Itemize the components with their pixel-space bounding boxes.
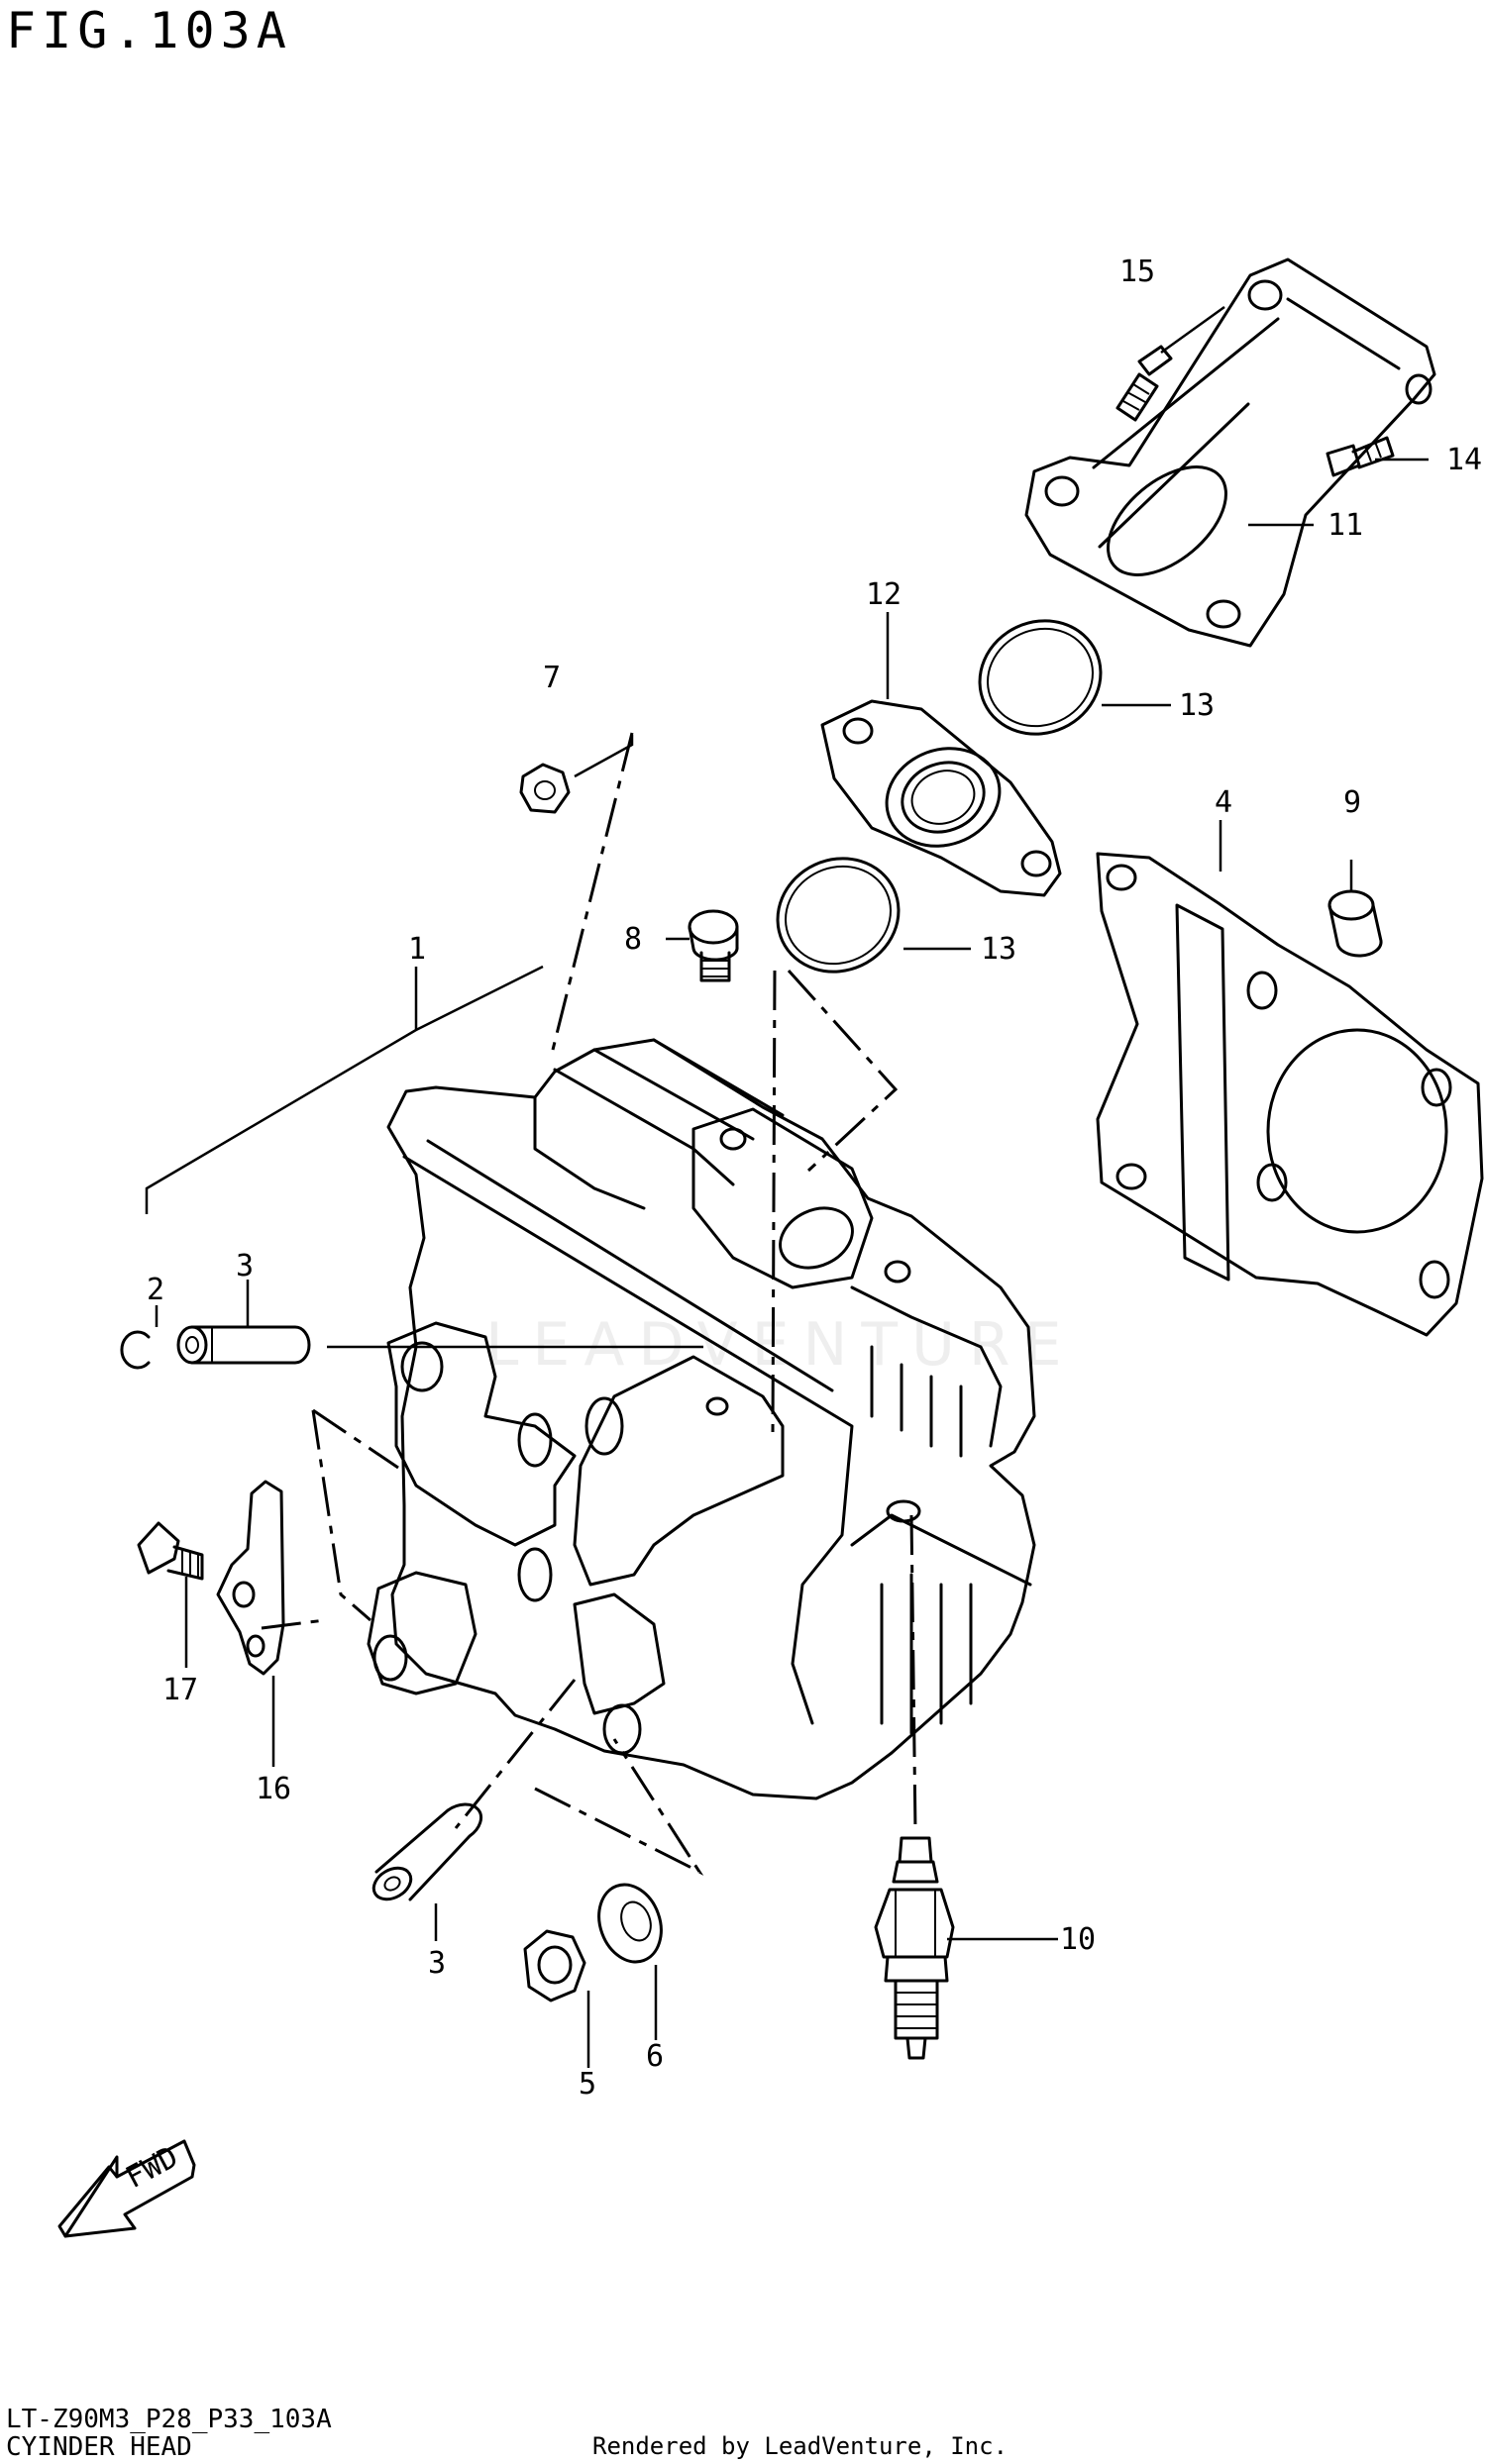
callout-8: 8 <box>624 922 642 957</box>
part-insulator-12 <box>820 699 1062 897</box>
rendered-by: Rendered by LeadVenture, Inc. <box>592 2432 1008 2460</box>
callout-10: 10 <box>1060 1922 1096 1957</box>
callout-4: 4 <box>1215 785 1232 820</box>
callout-13a: 13 <box>1179 688 1215 723</box>
watermark: LEADVENTURE <box>485 1310 1076 1380</box>
callout-3b: 3 <box>428 1946 446 1981</box>
callout-11: 11 <box>1327 508 1363 543</box>
callout-14: 14 <box>1446 443 1482 477</box>
part-bolt-14 <box>1326 436 1395 477</box>
part-cylinder-head-1 <box>367 1038 1036 1800</box>
fwd-arrow-icon: FWD <box>57 2139 196 2238</box>
part-o-ring-upper <box>978 619 1103 736</box>
part-bracket-16 <box>216 1480 285 1676</box>
section-name: CYINDER HEAD <box>6 2432 192 2462</box>
callout-12: 12 <box>866 577 902 612</box>
figure-title: FIG.103A <box>6 2 292 59</box>
callout-3a: 3 <box>236 1249 254 1283</box>
callout-16: 16 <box>256 1772 291 1806</box>
callout-15: 15 <box>1119 255 1155 289</box>
part-washer-6 <box>597 1883 663 1964</box>
callout-2: 2 <box>147 1273 164 1307</box>
part-dowel-pin-9 <box>1327 889 1383 958</box>
callout-7: 7 <box>543 661 561 695</box>
part-pin-3-bottom <box>372 1802 482 1901</box>
callout-6: 6 <box>646 2039 664 2074</box>
model-code: LT-Z90M3_P28_P33_103A <box>6 2405 332 2434</box>
part-nut-5 <box>523 1929 586 2002</box>
callout-5: 5 <box>579 2067 596 2102</box>
part-head-gasket-4 <box>1096 852 1484 1337</box>
callout-13b: 13 <box>981 932 1016 967</box>
callout-1: 1 <box>408 932 426 967</box>
part-o-ring-lower <box>776 857 901 974</box>
part-spark-plug-10 <box>874 1836 955 2060</box>
part-circlip-2 <box>120 1330 151 1370</box>
part-pin-3-left <box>176 1325 311 1365</box>
callout-17: 17 <box>162 1673 198 1707</box>
part-bolt-15 <box>1115 345 1173 422</box>
part-screw-17 <box>137 1521 204 1581</box>
part-intake-pipe <box>1024 257 1436 648</box>
callout-9: 9 <box>1343 785 1361 820</box>
part-bolt-8 <box>688 909 739 982</box>
part-nut-7 <box>519 763 571 814</box>
